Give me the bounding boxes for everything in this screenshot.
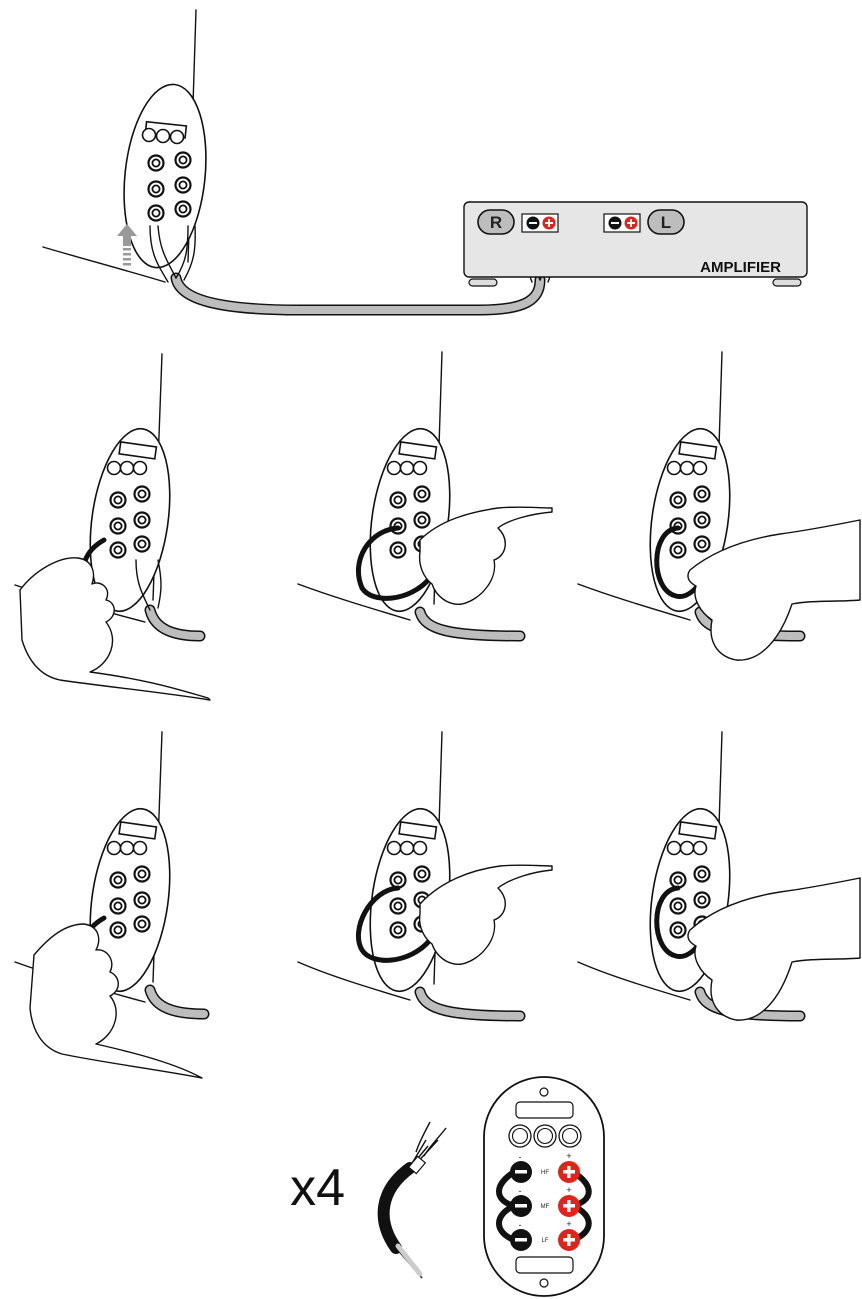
terminal-plate-icon: - + - + - + HF MF LF <box>484 1077 604 1296</box>
amplifier-label: AMPLIFIER <box>700 259 781 276</box>
step-5-panel <box>298 732 552 1016</box>
step-2-panel <box>298 352 552 636</box>
hf-label: HF <box>541 1170 549 1176</box>
hf-positive-sign: + <box>566 1151 571 1161</box>
step-3-panel <box>578 352 860 660</box>
step-6-panel <box>578 732 860 1020</box>
lf-label: LF <box>541 1238 548 1244</box>
spade-connector-icon <box>384 1122 446 1278</box>
right-channel-label: R <box>490 213 502 232</box>
mf-label: MF <box>541 1204 550 1210</box>
left-channel-label: L <box>661 213 671 232</box>
parts-section: x4 <box>290 1077 604 1296</box>
step-1-panel <box>15 354 210 700</box>
step-4-panel <box>15 732 204 1078</box>
mf-positive-sign: + <box>566 1185 571 1195</box>
overview-section: R L AMPLIFIER <box>43 10 807 310</box>
hf-negative-sign: - <box>519 1152 522 1162</box>
lf-positive-sign: + <box>566 1219 571 1229</box>
mf-negative-sign: - <box>519 1186 522 1196</box>
lf-negative-sign: - <box>519 1220 522 1230</box>
quantity-label: x4 <box>290 1159 345 1217</box>
amplifier: R L AMPLIFIER <box>464 202 807 286</box>
